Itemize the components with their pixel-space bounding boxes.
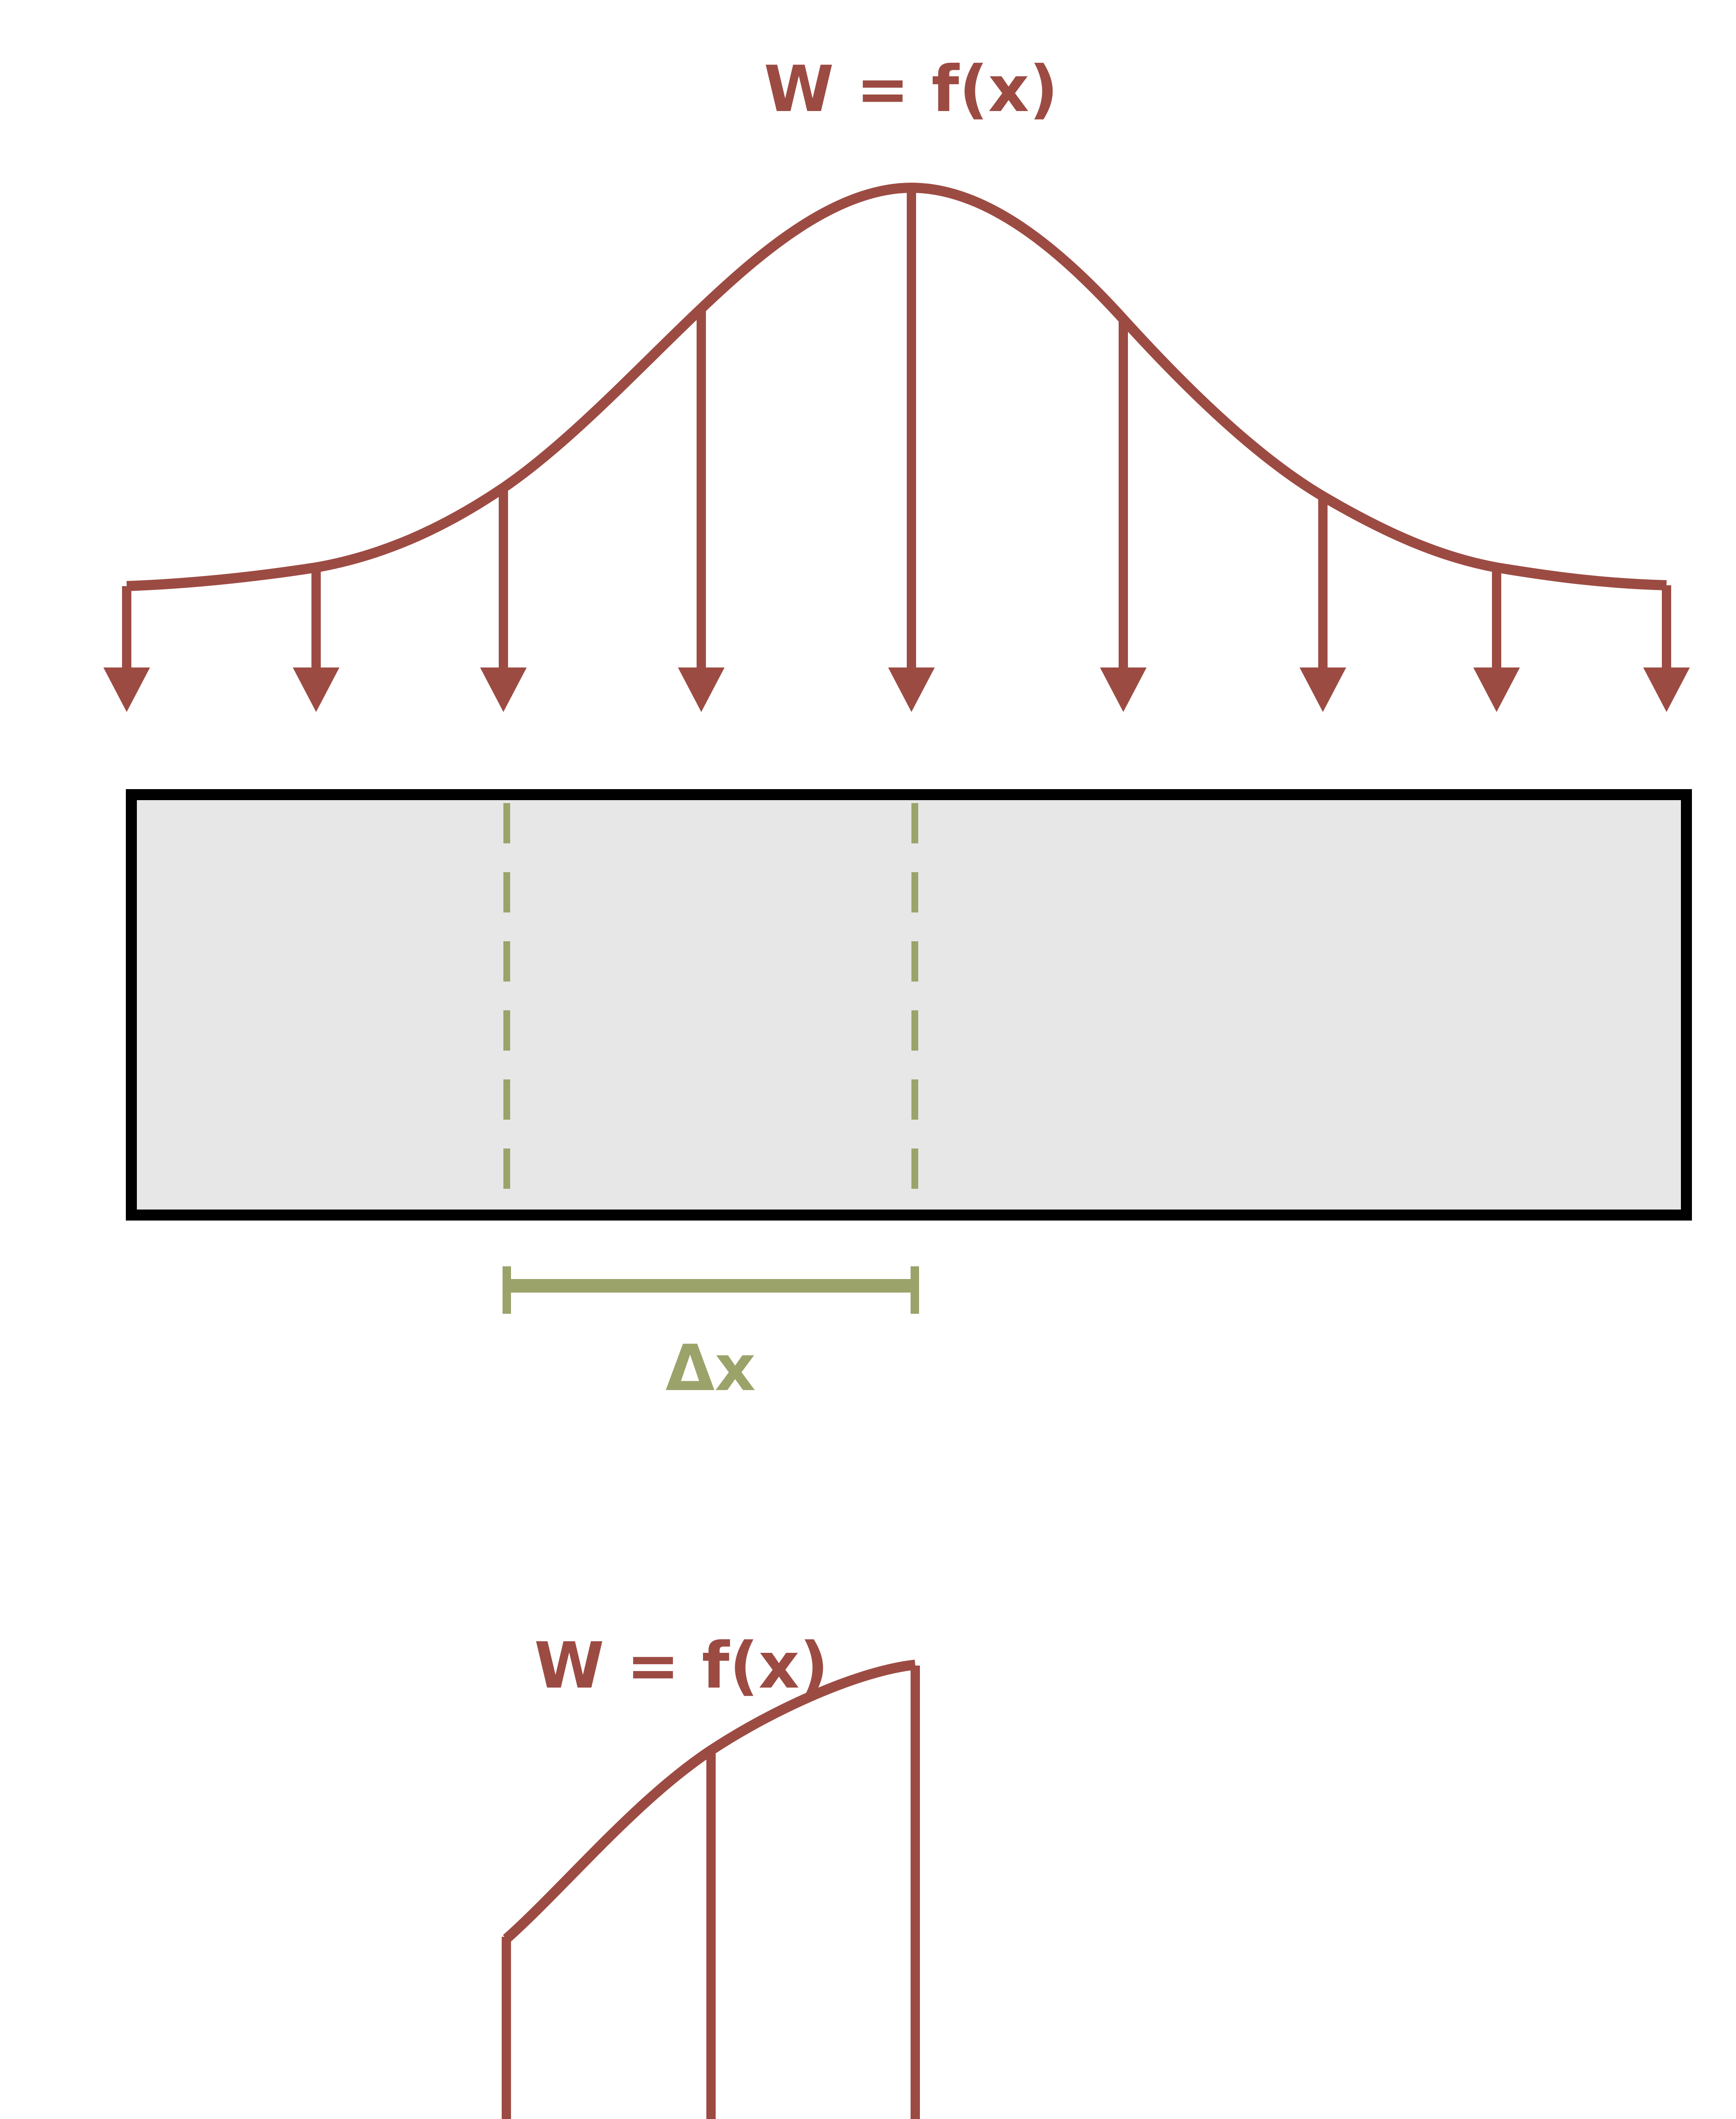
load-arrows	[103, 188, 1690, 712]
down-arrow-icon	[1473, 667, 1520, 712]
load-intensity-curve	[126, 182, 1667, 591]
down-arrow-icon	[103, 667, 150, 712]
down-arrow-icon	[888, 667, 935, 712]
down-arrow-icon	[480, 667, 527, 712]
dimension-dx-top	[503, 1266, 919, 1314]
down-arrow-icon	[1300, 667, 1346, 712]
figure-distributed-load: W = f(x)	[103, 53, 1692, 1405]
beam-body	[126, 789, 1692, 1221]
down-arrow-icon	[678, 667, 725, 712]
load-function-title-element: W = f(x)	[534, 1629, 829, 1703]
down-arrow-icon	[1643, 667, 1690, 712]
element-load-arrows	[502, 1666, 920, 2119]
dimension-dx-top-label: Δx	[666, 1332, 756, 1405]
load-function-title: W = f(x)	[764, 53, 1058, 126]
down-arrow-icon	[1100, 667, 1147, 712]
figure-beam-element: W = f(x) V M	[502, 1629, 920, 2119]
down-arrow-icon	[293, 667, 339, 712]
